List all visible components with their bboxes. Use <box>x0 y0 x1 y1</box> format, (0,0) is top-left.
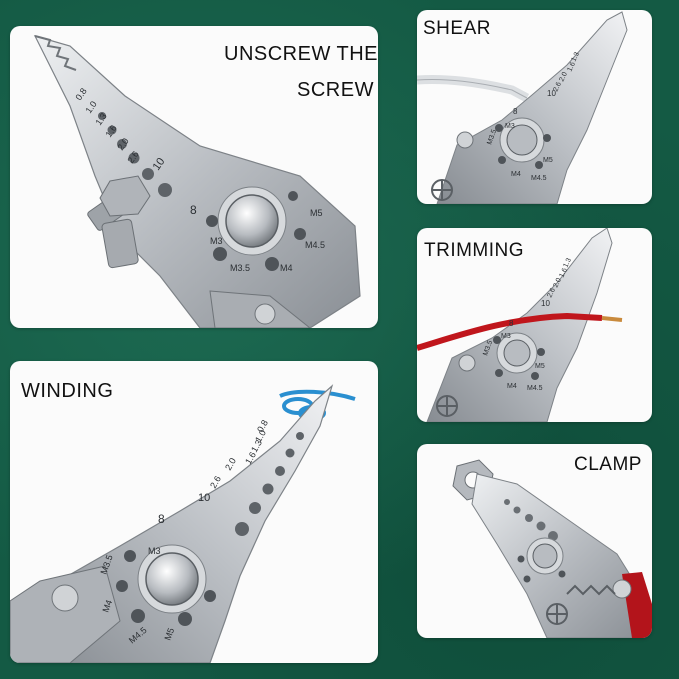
bolt-icon <box>87 175 151 269</box>
mark-m3-5: M3.5 <box>230 263 250 273</box>
mark-m5: M5 <box>310 208 323 218</box>
panel-title: WINDING <box>21 380 114 402</box>
mark-10: 10 <box>151 156 168 173</box>
mark-m5: M5 <box>543 157 553 164</box>
mark-2-0: 2.0 <box>558 71 569 83</box>
panel-title-line2: SCREW <box>297 79 374 101</box>
mark-1-6: 1.6 <box>566 61 577 73</box>
panel-winding: 0.8 1.0 1.3 1.6 2.0 2.6 10 8 M3 M3.5 M4 … <box>10 361 378 663</box>
mark-2-0: 2.0 <box>552 277 563 289</box>
mark-2-0: 2.0 <box>223 456 238 472</box>
pliers-shear-illustration: 1.3 1.6 2.0 2.6 10 8 M3 M3.5 M4 M4.5 M5 <box>417 11 628 204</box>
mark-m3-5: M3.5 <box>486 129 498 146</box>
panel-trimming: 1.3 1.6 2.0 2.6 10 8 M3 M3.5 M4 M4.5 M5 … <box>417 228 652 422</box>
panel-title: TRIMMING <box>424 240 525 261</box>
panel-title: SHEAR <box>423 18 491 39</box>
mark-10: 10 <box>547 89 556 98</box>
mark-m4-5: M4.5 <box>527 385 543 392</box>
mark-m3: M3 <box>210 236 223 246</box>
mark-1-6: 1.6 <box>558 267 569 279</box>
blue-wire <box>279 389 356 401</box>
red-wire <box>417 312 603 351</box>
panel-clamp: CLAMP <box>417 444 652 638</box>
mark-m4-5: M4.5 <box>531 175 547 182</box>
mark-10: 10 <box>541 299 550 308</box>
mark-m3-5: M3.5 <box>482 340 494 357</box>
mark-1-3: 1.3 <box>570 51 581 63</box>
panel-title-line1: UNSCREW THE <box>224 43 378 65</box>
mark-m5: M5 <box>162 627 176 642</box>
mark-m3: M3 <box>148 546 161 556</box>
mark-m4: M4 <box>511 171 521 178</box>
panel-shear: 1.3 1.6 2.0 2.6 10 8 M3 M3.5 M4 M4.5 M5 … <box>417 10 652 204</box>
panel-title: CLAMP <box>574 454 642 475</box>
panel-unscrew: 0.8 1.0 1.3 1.6 2.0 2.6 10 8 M3 M3.5 M4 … <box>10 26 378 328</box>
mark-8: 8 <box>190 203 197 217</box>
mark-m4: M4 <box>507 383 517 390</box>
pliers-trimming-illustration: 1.3 1.6 2.0 2.6 10 8 M3 M3.5 M4 M4.5 M5 <box>417 228 623 422</box>
mark-8: 8 <box>513 107 518 116</box>
mark-m4-5: M4.5 <box>305 240 325 250</box>
mark-m4: M4 <box>280 263 293 273</box>
mark-8: 8 <box>509 319 514 328</box>
mark-m3: M3 <box>505 123 515 130</box>
mark-2-6: 2.6 <box>552 81 563 93</box>
pliers-unscrew-illustration: 0.8 1.0 1.3 1.6 2.0 2.6 10 8 M3 M3.5 M4 … <box>33 35 361 328</box>
mark-8: 8 <box>158 512 165 526</box>
pliers-winding-illustration: 0.8 1.0 1.3 1.6 2.0 2.6 10 8 M3 M3.5 M4 … <box>10 384 356 663</box>
mark-m4: M4 <box>100 599 114 614</box>
mark-10: 10 <box>198 492 210 504</box>
mark-m5: M5 <box>535 363 545 370</box>
pliers-clamp-illustration <box>452 459 652 638</box>
mark-2-6: 2.6 <box>546 287 557 299</box>
mark-m3: M3 <box>501 333 511 340</box>
mark-1-3: 1.3 <box>562 257 573 269</box>
